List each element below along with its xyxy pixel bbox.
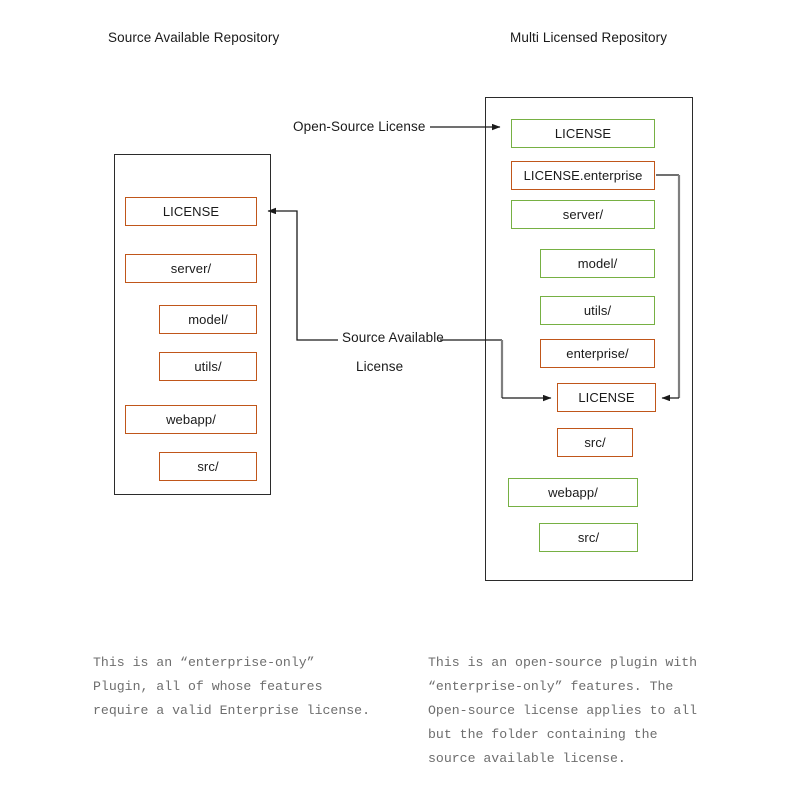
right-item-license-opensource[interactable]: LICENSE [511, 119, 655, 148]
right-item-enterprise[interactable]: enterprise/ [540, 339, 655, 368]
left-item-license[interactable]: LICENSE [125, 197, 257, 226]
right-item-utils[interactable]: utils/ [540, 296, 655, 325]
right-item-license-inner[interactable]: LICENSE [557, 383, 656, 412]
right-item-webapp[interactable]: webapp/ [508, 478, 638, 507]
label-source-available-line2: License [356, 359, 404, 374]
right-item-src-enterprise[interactable]: src/ [557, 428, 633, 457]
label-open-source-license: Open-Source License [293, 119, 426, 134]
left-item-utils[interactable]: utils/ [159, 352, 257, 381]
right-repo-title: Multi Licensed Repository [510, 30, 668, 45]
right-caption: This is an open-source plugin with “ente… [428, 655, 698, 766]
right-item-license-enterprise[interactable]: LICENSE.enterprise [511, 161, 655, 190]
right-item-server[interactable]: server/ [511, 200, 655, 229]
left-repo-title: Source Available Repository [108, 30, 280, 45]
left-item-server[interactable]: server/ [125, 254, 257, 283]
label-source-available-line1: Source Available [342, 330, 444, 345]
left-caption: This is an “enterprise-only” Plugin, all… [93, 655, 370, 718]
right-repo-frame [485, 97, 693, 581]
left-item-model[interactable]: model/ [159, 305, 257, 334]
right-item-src-opensource[interactable]: src/ [539, 523, 638, 552]
left-item-src[interactable]: src/ [159, 452, 257, 481]
right-item-model[interactable]: model/ [540, 249, 655, 278]
wire-source-available-to-left [267, 207, 338, 341]
left-item-webapp[interactable]: webapp/ [125, 405, 257, 434]
